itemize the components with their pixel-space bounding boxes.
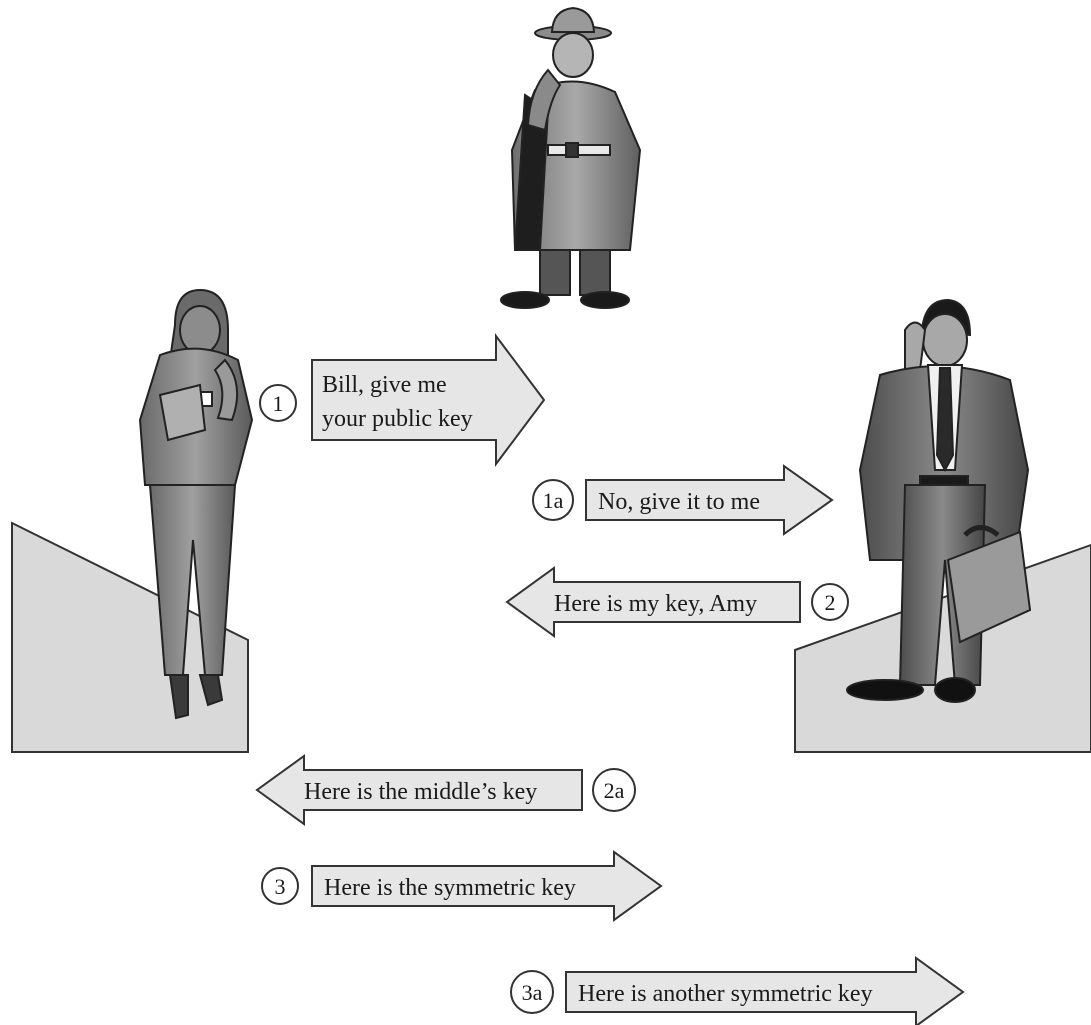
step-3-label: 3 [275,874,286,899]
message-arrow-1a: No, give it to me [585,464,834,536]
step-badge-3: 3 [261,867,299,905]
eavesdropper-figure [500,6,642,309]
step-badge-1a: 1a [532,479,574,521]
step-badge-3a: 3a [510,970,554,1014]
arrow-2a-text: Here is the middle’s key [304,779,537,805]
step-3a-label: 3a [522,980,543,1005]
step-2a-label: 2a [604,778,625,803]
step-badge-2a: 2a [592,768,636,812]
step-badge-1: 1 [259,384,297,422]
step-badge-2: 2a 2 [811,583,849,621]
message-arrow-2a: Here is the middle’s key [255,754,583,826]
amy-figure [138,288,254,720]
arrow-1-text-line-2: your public key [322,406,473,432]
message-arrow-1: Bill, give me your public key [311,333,546,467]
step-2-label-text: 2 [825,590,836,615]
arrow-1a-text: No, give it to me [598,489,760,515]
message-arrow-3a: Here is another symmetric key [565,956,965,1025]
arrow-3a-text: Here is another symmetric key [578,981,873,1007]
arrow-3-text: Here is the symmetric key [324,875,576,901]
arrow-1-text-line-1: Bill, give me [322,372,447,398]
bill-figure [846,298,1032,703]
step-1-label: 1 [273,391,284,416]
message-arrow-2: Here is my key, Amy [505,566,801,638]
step-1a-label: 1a [543,488,564,513]
arrow-2-text: Here is my key, Amy [554,591,757,617]
message-arrow-3: Here is the symmetric key [311,850,663,922]
